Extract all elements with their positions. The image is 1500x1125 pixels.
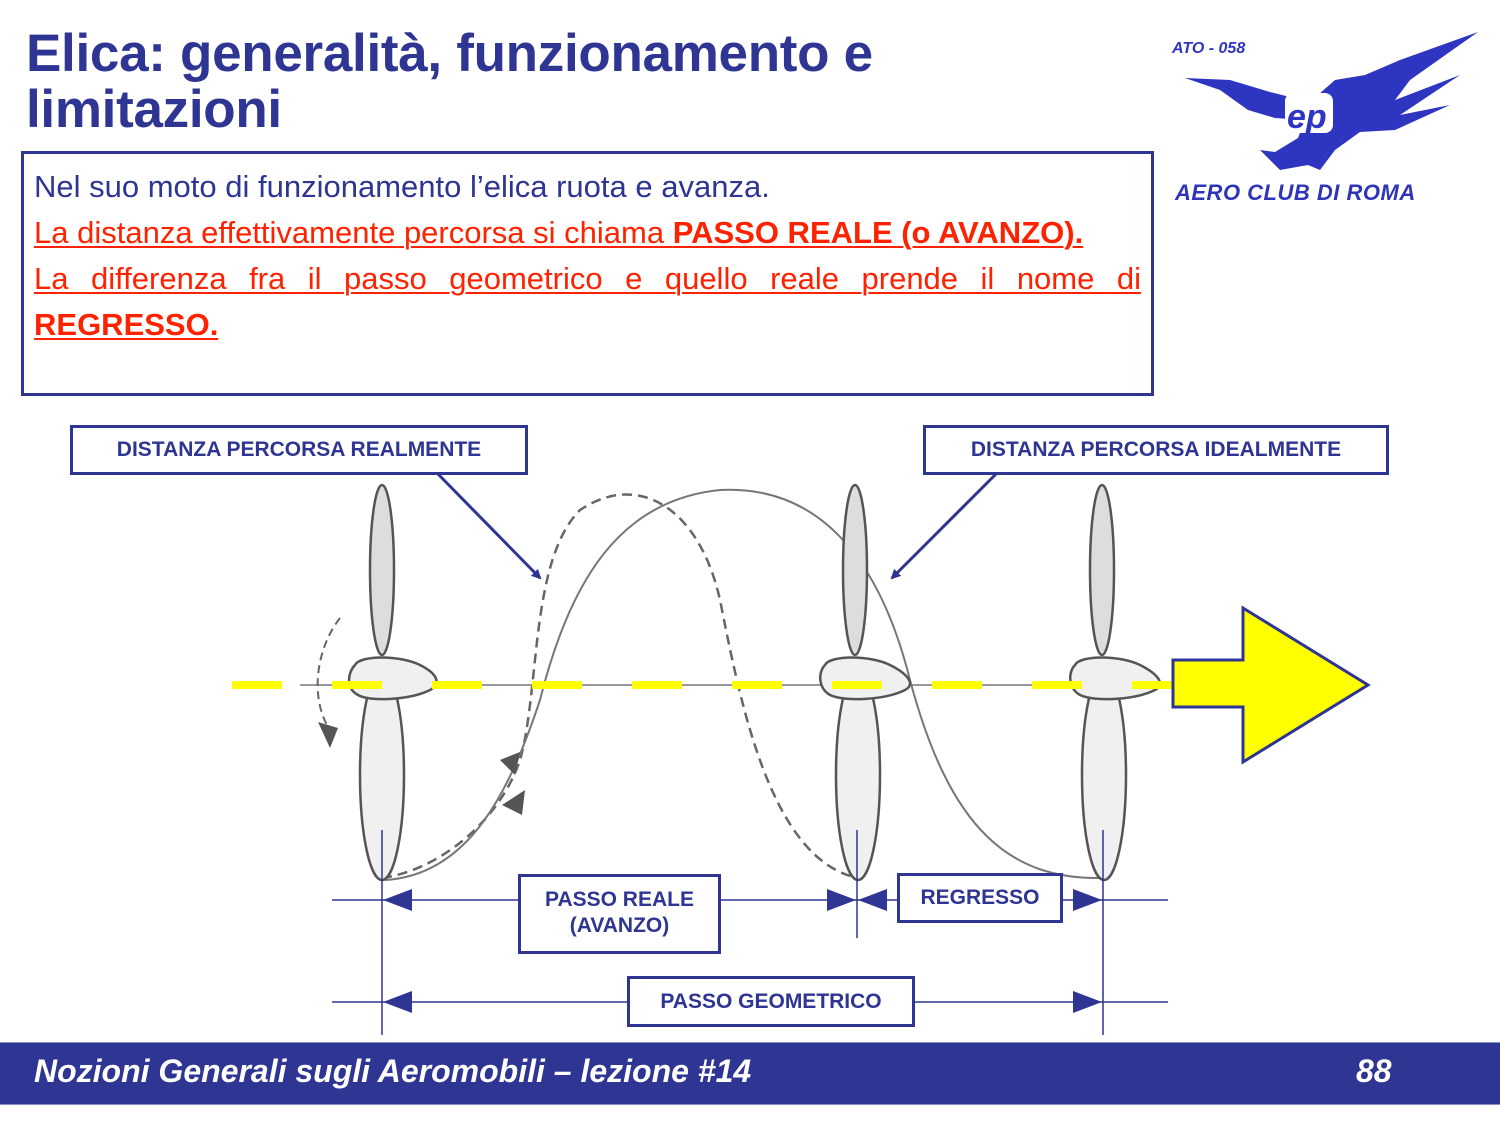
passo-reale-text: La distanza effettivamente percorsa si c…	[34, 215, 673, 250]
eagle-logo-icon: ep	[1185, 32, 1478, 170]
propeller-2-icon	[819, 483, 912, 882]
passo-reale-line-1: PASSO REALE	[545, 888, 694, 911]
label-passo-reale: PASSO REALE (AVANZO)	[518, 874, 721, 954]
footer-course-title: Nozioni Generali sugli Aeromobili – lezi…	[34, 1053, 752, 1089]
intro-textbox: Nel suo moto di funzionamento l’elica ru…	[21, 151, 1154, 396]
label-distanza-reale-text: DISTANZA PERCORSA REALMENTE	[116, 438, 482, 461]
club-name: AERO CLUB DI ROMA	[1175, 180, 1416, 205]
page-number: 88	[1356, 1053, 1392, 1089]
svg-text:ep: ep	[1287, 98, 1327, 136]
label-distanza-ideale-text: DISTANZA PERCORSA IDEALMENTE	[970, 438, 1342, 461]
ato-code: ATO - 058	[1172, 40, 1246, 57]
intro-regresso: La differenza fra il passo geometrico e …	[34, 256, 1141, 348]
propeller-1-icon	[347, 483, 438, 882]
passo-reale-term: PASSO REALE (o AVANZO).	[672, 215, 1084, 250]
label-distanza-reale: DISTANZA PERCORSA REALMENTE	[70, 425, 528, 475]
passo-reale-line-2: (AVANZO)	[569, 914, 670, 937]
footer-bar: Nozioni Generali sugli Aeromobili – lezi…	[0, 1042, 1500, 1105]
regresso-text: La differenza fra il passo geometrico e …	[34, 261, 1141, 296]
aero-club-logo: ep ATO - 058 AERO CLUB DI ROMA	[1160, 20, 1490, 220]
title-line-2: limitazioni	[26, 80, 282, 139]
title-line-1: Elica: generalità, funzionamento e	[26, 24, 873, 83]
label-regresso-text: REGRESSO	[920, 886, 1040, 909]
real-path	[381, 493, 859, 880]
propeller-pitch-diagram	[232, 472, 1371, 1035]
regresso-term: REGRESSO.	[34, 307, 219, 342]
label-regresso: REGRESSO	[897, 873, 1063, 923]
intro-line-1: Nel suo moto di funzionamento l’elica ru…	[34, 169, 770, 204]
intro-passo-reale: La distanza effettivamente percorsa si c…	[34, 210, 1141, 256]
page-title: Elica: generalità, funzionamento e limit…	[26, 26, 1146, 138]
label-distanza-ideale: DISTANZA PERCORSA IDEALMENTE	[923, 425, 1389, 475]
label-passo-geometrico: PASSO GEOMETRICO	[627, 976, 915, 1027]
label-passo-geometrico-text: PASSO GEOMETRICO	[660, 990, 882, 1013]
direction-arrow-icon	[1171, 605, 1371, 765]
